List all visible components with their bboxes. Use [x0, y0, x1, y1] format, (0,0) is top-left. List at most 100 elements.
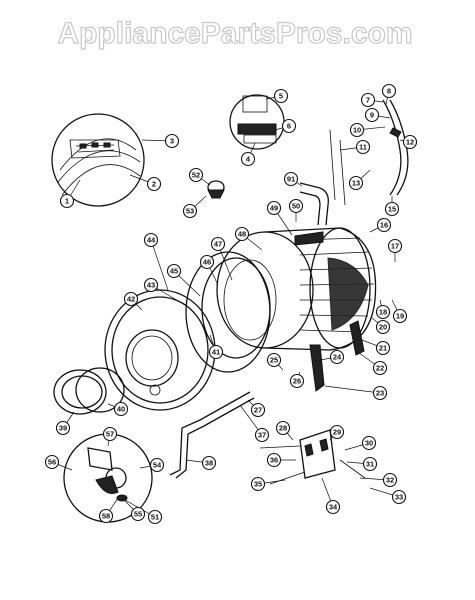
callout-number-45: 45	[170, 267, 178, 276]
callout-number-32: 32	[386, 476, 394, 485]
drain-hose	[169, 391, 255, 479]
callout-circle-51	[147, 509, 163, 525]
callout-number-49: 49	[270, 204, 278, 213]
callout-circle-13	[348, 175, 364, 191]
callout-circle-91	[283, 171, 299, 187]
callout-number-55: 55	[134, 510, 142, 519]
callout-circle-15	[384, 201, 400, 217]
callout-circle-54	[149, 457, 165, 473]
callout-number-42: 42	[127, 295, 135, 304]
callout-number-21: 21	[379, 344, 387, 353]
callout-number-4: 4	[246, 155, 251, 164]
detail-circle-seal	[51, 113, 145, 207]
callout-number-54: 54	[153, 461, 162, 470]
callout-number-35: 35	[254, 480, 262, 489]
support-legs	[309, 320, 365, 392]
watermark: AppliancePartsPros.com	[57, 16, 413, 50]
callout-number-40: 40	[117, 405, 125, 414]
callout-circle-29	[329, 424, 345, 440]
callout-number-44: 44	[147, 236, 156, 245]
callout-leader-23	[324, 385, 381, 394]
callout-circle-23	[372, 385, 388, 401]
callout-circle-45	[166, 263, 182, 279]
callout-circle-4	[240, 151, 256, 167]
callout-number-28: 28	[279, 424, 287, 433]
callout-circle-16	[376, 217, 392, 233]
callout-circle-21	[375, 340, 391, 356]
callout-number-91: 91	[287, 175, 295, 184]
callout-circle-46	[199, 254, 215, 270]
callout-circle-43	[143, 277, 159, 293]
callout-number-9: 9	[370, 111, 374, 120]
tub-rings	[185, 251, 277, 373]
callout-circle-20	[375, 319, 391, 335]
callout-number-33: 33	[395, 493, 403, 502]
callout-number-12: 12	[406, 138, 414, 147]
callout-circle-53	[182, 203, 198, 219]
callout-circle-34	[325, 499, 341, 515]
callout-circle-50	[288, 198, 304, 214]
clamp-parts	[229, 94, 285, 150]
callout-number-5: 5	[279, 92, 283, 101]
outer-tub	[216, 227, 377, 351]
callout-number-34: 34	[329, 503, 338, 512]
callout-circle-18	[375, 304, 391, 320]
callout-number-31: 31	[366, 460, 374, 469]
bracket-assembly	[259, 429, 366, 485]
callout-number-8: 8	[387, 87, 391, 96]
callout-circle-40	[113, 401, 129, 417]
callout-circle-31	[362, 456, 378, 472]
callout-number-15: 15	[388, 205, 396, 214]
callout-circle-6	[281, 118, 297, 134]
callout-number-25: 25	[270, 356, 278, 365]
callout-circle-2	[146, 176, 162, 192]
callout-number-48: 48	[238, 230, 246, 239]
callout-circle-28	[275, 420, 291, 436]
callout-circle-58	[98, 508, 114, 524]
callout-number-16: 16	[380, 221, 388, 230]
callout-circle-19	[392, 308, 408, 324]
screw-53	[207, 180, 225, 199]
callout-circle-22	[372, 360, 388, 376]
callout-number-1: 1	[65, 197, 69, 206]
callout-number-10: 10	[353, 126, 361, 135]
callout-circle-36	[266, 452, 282, 468]
callout-number-17: 17	[391, 242, 399, 251]
callout-number-2: 2	[152, 180, 156, 189]
callout-circle-24	[329, 349, 345, 365]
callout-circle-10	[349, 122, 365, 138]
callout-number-39: 39	[59, 424, 67, 433]
callout-number-38: 38	[205, 459, 213, 468]
callout-circle-55	[130, 506, 146, 522]
callout-number-7: 7	[366, 96, 370, 105]
callout-circle-38	[201, 455, 217, 471]
callout-circle-42	[123, 291, 139, 307]
callout-circle-39	[55, 420, 71, 436]
callout-circle-27	[250, 402, 266, 418]
callout-number-18: 18	[379, 308, 387, 317]
callout-circle-49	[266, 200, 282, 216]
callout-circle-35	[250, 476, 266, 492]
watermark-text: AppliancePartsPros.com	[57, 17, 412, 50]
callout-number-30: 30	[365, 439, 373, 448]
callout-circle-8	[381, 83, 397, 99]
callout-circle-30	[361, 435, 377, 451]
callout-number-11: 11	[359, 143, 367, 152]
callout-number-53: 53	[186, 207, 194, 216]
callout-circle-7	[360, 92, 376, 108]
callout-circle-37	[254, 427, 270, 443]
callout-number-51: 51	[151, 513, 159, 522]
callout-number-20: 20	[379, 323, 387, 332]
callout-number-29: 29	[333, 428, 341, 437]
callout-leader-44	[150, 239, 169, 291]
callout-number-58: 58	[102, 512, 110, 521]
callout-number-24: 24	[333, 353, 342, 362]
callout-number-13: 13	[352, 179, 360, 188]
callout-circle-26	[289, 373, 305, 389]
callout-circle-1	[59, 193, 75, 209]
callout-number-22: 22	[376, 364, 384, 373]
callout-number-43: 43	[147, 281, 155, 290]
callout-number-46: 46	[203, 258, 211, 267]
